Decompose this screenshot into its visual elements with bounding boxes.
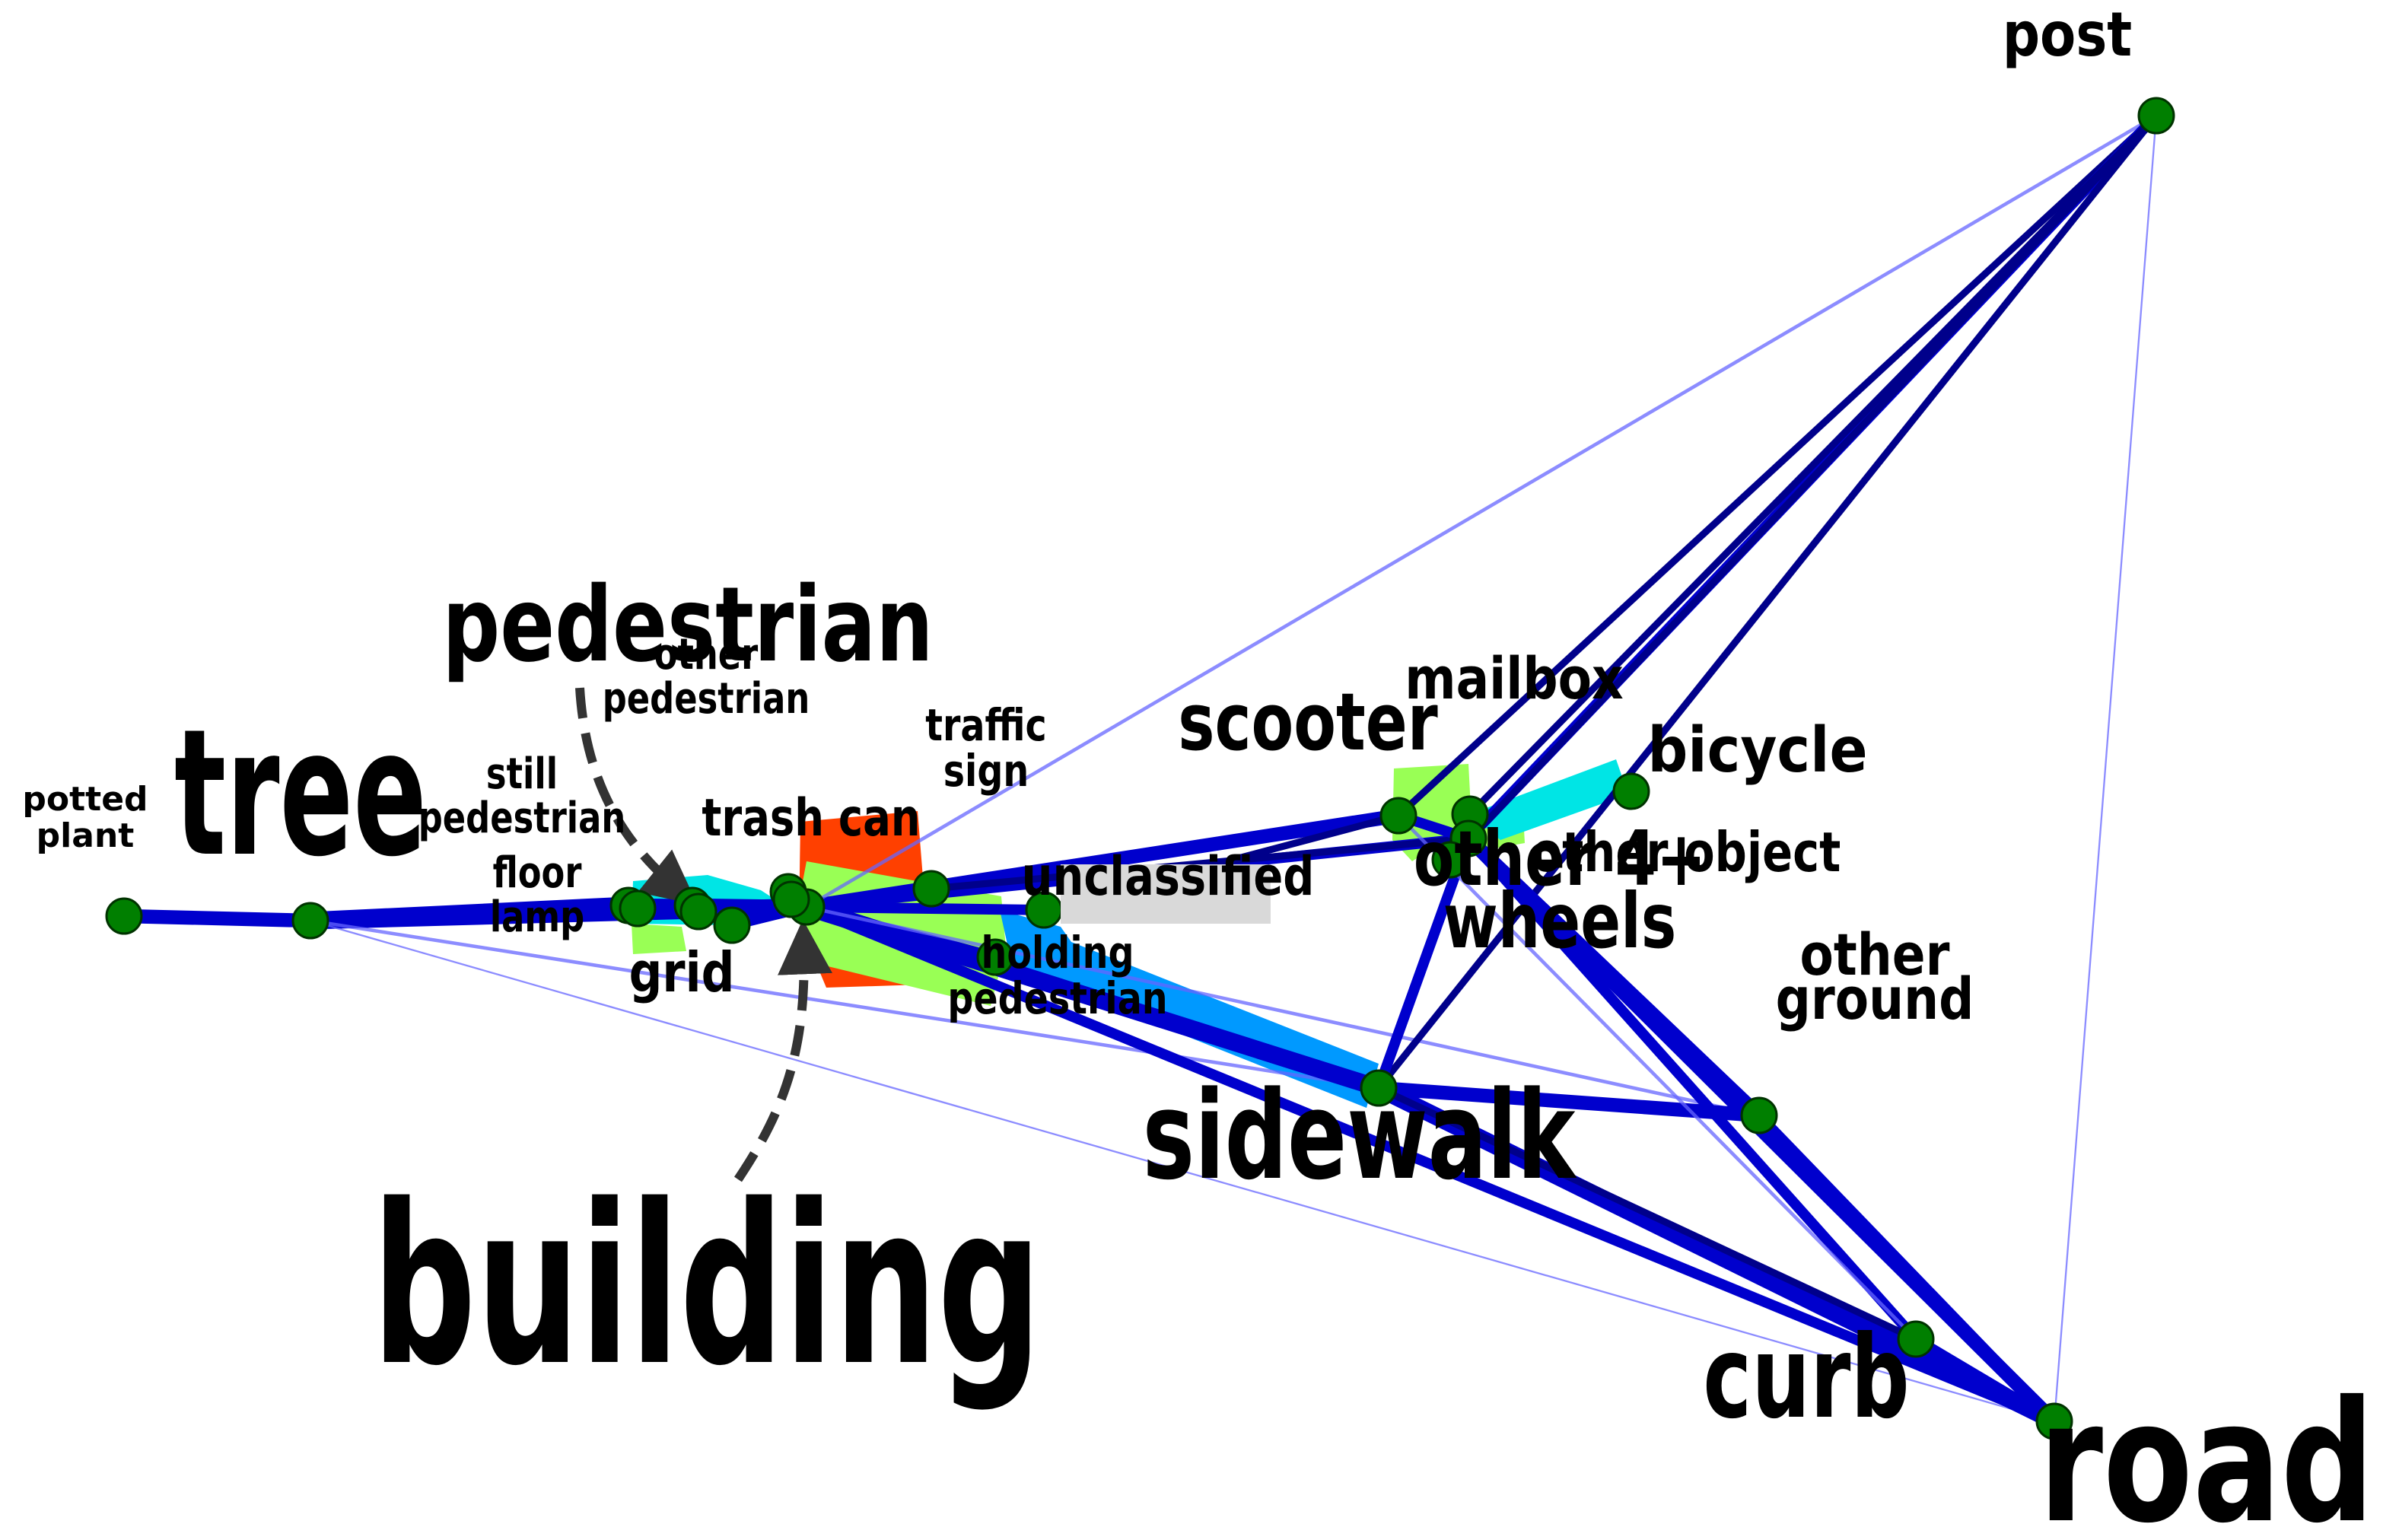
label-mailbox: mailbox bbox=[1405, 645, 1623, 712]
pedestrian-arrow bbox=[575, 687, 698, 905]
node-other-4-wheels[interactable] bbox=[1431, 841, 1469, 879]
label-tree: tree bbox=[174, 692, 427, 896]
label-trash-can: trash can bbox=[702, 788, 920, 848]
node-building-hub[interactable] bbox=[772, 880, 810, 918]
edge-scooter-post bbox=[1395, 112, 2160, 819]
node-floor-lamp[interactable] bbox=[619, 889, 657, 928]
edge-building-road bbox=[801, 902, 2060, 1427]
bicycle-patch bbox=[1470, 759, 1628, 840]
label-pedestrian: pedestrian bbox=[442, 565, 933, 685]
edge-sidewalk-other-ground bbox=[1371, 1080, 1767, 1123]
label-bicycle: bicycle bbox=[1647, 714, 1867, 787]
annotation-arrows bbox=[575, 687, 832, 1182]
label-unclassified: unclassified bbox=[1022, 847, 1315, 908]
node-curb[interactable] bbox=[1897, 1320, 1935, 1358]
edge-traffic-sign-other-object bbox=[927, 835, 1472, 892]
edge-curb-road bbox=[1911, 1334, 2060, 1427]
edge-tree-road bbox=[309, 919, 2056, 1423]
label-other-object: other object bbox=[1532, 820, 1841, 884]
node-bicycle[interactable] bbox=[1612, 772, 1650, 810]
edge-scooter-curb bbox=[1396, 813, 1918, 1341]
node-holding-pedestrian[interactable] bbox=[976, 938, 1014, 976]
edge-other-ground-road bbox=[1754, 1110, 2060, 1427]
label-scooter: scooter bbox=[1178, 676, 1438, 768]
node-potted-plant[interactable] bbox=[105, 897, 143, 935]
label-curb: curb bbox=[1703, 1311, 1909, 1443]
node-post[interactable] bbox=[2137, 97, 2175, 135]
label-sidewalk: sidewalk bbox=[1143, 1065, 1578, 1207]
graph-nodes bbox=[105, 97, 2175, 1440]
node-traffic-sign[interactable] bbox=[912, 870, 950, 908]
label-other-4-wheels: other 4+wheels bbox=[1414, 816, 1706, 966]
node-other-ground[interactable] bbox=[1740, 1096, 1778, 1134]
label-grid: grid bbox=[629, 940, 735, 1004]
graph-edges bbox=[116, 110, 2162, 1430]
label-building: building bbox=[372, 1157, 1042, 1414]
edge-building-sidewalk bbox=[797, 898, 1388, 1097]
node-other-pedestrian[interactable] bbox=[679, 892, 717, 931]
node-sidewalk[interactable] bbox=[1360, 1069, 1398, 1107]
label-road: road bbox=[2038, 1365, 2374, 1540]
node-tree[interactable] bbox=[291, 902, 329, 940]
edge-tree-sidewalk bbox=[308, 918, 1381, 1090]
node-grid[interactable] bbox=[713, 906, 751, 944]
label-post: post bbox=[2003, 0, 2132, 70]
edge-building-post bbox=[804, 113, 2159, 909]
mailbox-patch bbox=[1392, 764, 1472, 861]
node-scooter[interactable] bbox=[1379, 797, 1417, 835]
edge-other-object-sidewalk bbox=[1373, 833, 1474, 1093]
unclassified-label-bg bbox=[1061, 864, 1271, 924]
edge-other-4-wheels-post bbox=[1446, 112, 2160, 864]
edge-sidewalk-curb bbox=[1375, 1084, 1920, 1343]
green-patch-left bbox=[632, 924, 686, 954]
node-road[interactable] bbox=[2035, 1402, 2073, 1440]
building-arrow bbox=[734, 919, 832, 1182]
edge-building-other-ground bbox=[804, 905, 1761, 1118]
edge-potted-plant-tree bbox=[116, 908, 318, 928]
edge-post-road bbox=[2053, 114, 2158, 1423]
